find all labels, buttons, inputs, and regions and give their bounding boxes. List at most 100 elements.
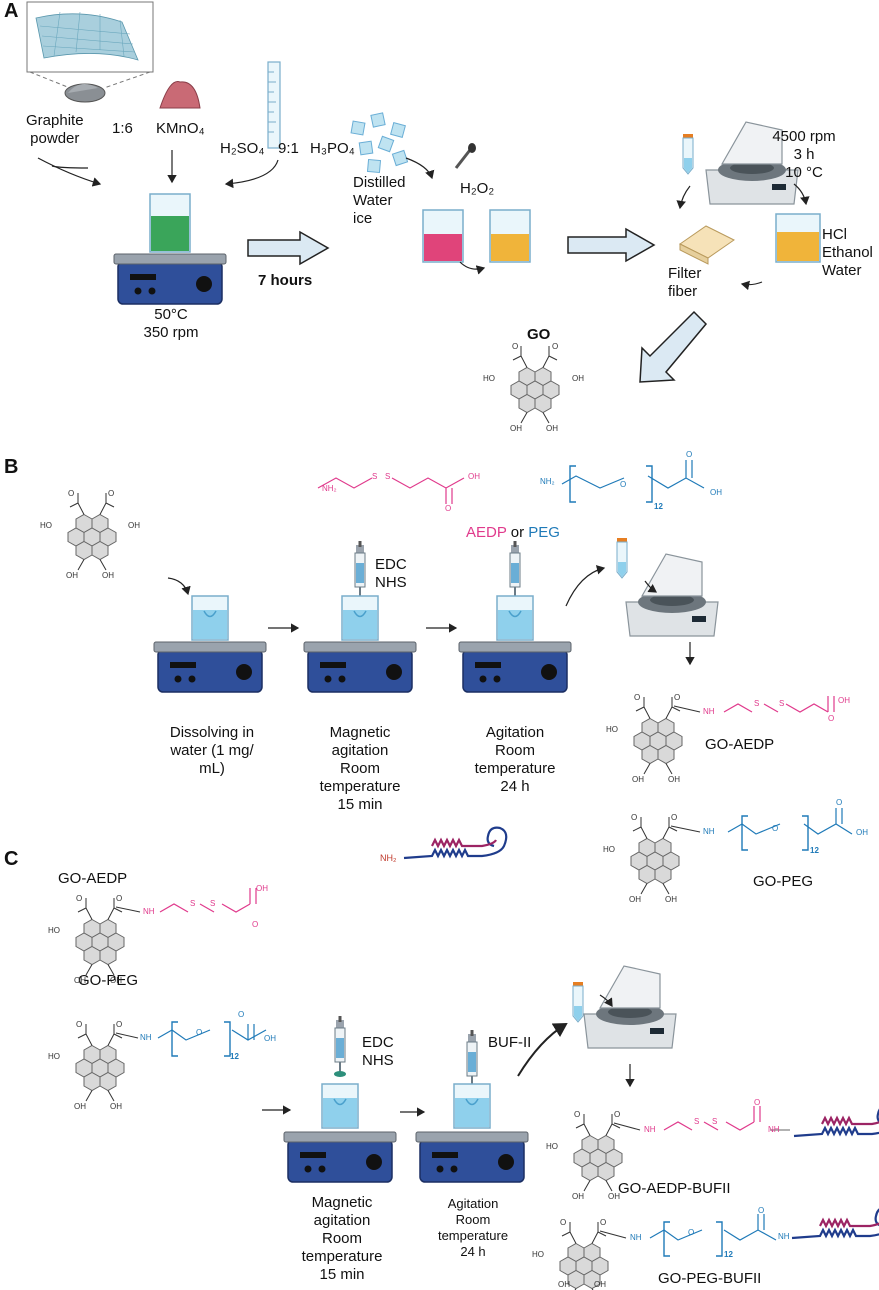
panel-label-b: B	[4, 456, 19, 478]
bufii-reagent: BUF-II	[488, 1034, 532, 1051]
cp2-n12: 12	[724, 1250, 733, 1259]
go-b-oh: OH	[128, 521, 140, 530]
wash-solvents: HCl Ethanol Water	[822, 226, 873, 279]
go-a-oh-right: OH	[572, 374, 584, 383]
aedp-nh2: NH₂	[322, 484, 337, 493]
cp2-oh1: OH	[558, 1280, 570, 1289]
aedp-oh: OH	[468, 472, 480, 481]
go-a-oh-bottom-right: OH	[546, 424, 558, 433]
gopeg-oh: OH	[856, 828, 868, 837]
peg-acid-o: O	[686, 450, 693, 459]
h2o2-label: H₂O₂	[460, 180, 495, 197]
peg-o: O	[620, 480, 627, 489]
go-a-ho-left: HO	[483, 374, 495, 383]
c-gopeg-o2: O	[116, 1020, 123, 1029]
filter-fiber-label: Filter fiber	[668, 265, 702, 300]
c-goaedp-nh: NH	[143, 907, 155, 916]
step-magnetic-b: Magnetic agitation Room temperature 15 m…	[319, 724, 401, 813]
goaedp-o: O	[828, 714, 835, 723]
aedp-label: AEDP	[466, 524, 507, 541]
aedp-s2: S	[385, 472, 391, 481]
cp1-oh2: OH	[608, 1192, 620, 1201]
go-a-o-right: O	[552, 342, 559, 351]
go-b-o2: O	[108, 489, 115, 498]
c-goaedp-o: O	[252, 920, 259, 929]
gopeg-o: O	[772, 824, 779, 833]
go-peg-bufii-product: GO-PEG-BUFII	[658, 1270, 762, 1287]
h3po4-label: H₃PO₄	[310, 140, 355, 157]
edc-nhs-c: EDC NHS	[362, 1034, 394, 1069]
go-b-oh4: OH	[102, 571, 114, 580]
go-aedp-bufii-product: GO-AEDP-BUFII	[618, 1180, 731, 1197]
goaedp-o2: O	[674, 693, 681, 702]
go-b-ho: HO	[40, 521, 52, 530]
gopeg-acid-o: O	[836, 798, 843, 807]
acid-ratio: 9:1	[278, 140, 299, 157]
gopeg-ho: HO	[603, 845, 615, 854]
panel-c-graphics	[75, 826, 879, 1290]
cp1-nh2: NH	[768, 1125, 780, 1134]
c-goaedp-ho: HO	[48, 926, 60, 935]
go-b-oh3: OH	[66, 571, 78, 580]
cp1-ho: HO	[546, 1142, 558, 1151]
aedp-o: O	[445, 504, 452, 513]
peg-oh: OH	[710, 488, 722, 497]
h2so4-label: H₂SO₄	[220, 140, 265, 157]
cp2-ho: HO	[532, 1250, 544, 1259]
cp1-s2: S	[712, 1117, 718, 1126]
duration-label: 7 hours	[258, 272, 313, 289]
c-gopeg-ho: HO	[48, 1052, 60, 1061]
aedp-s1: S	[372, 472, 378, 481]
peg-n12: 12	[654, 502, 663, 511]
kmno4-label: KMnO₄	[156, 120, 205, 137]
cp2-nh2: NH	[778, 1232, 790, 1241]
gopeg-nh: NH	[703, 827, 715, 836]
step-magnetic-c: Magnetic agitation Room temperature 15 m…	[301, 1194, 383, 1283]
c-gopeg-acid-o: O	[238, 1010, 245, 1019]
c-goaedp-oh1: OH	[74, 976, 86, 985]
c-gopeg-o: O	[196, 1028, 203, 1037]
goaedp-s2: S	[779, 699, 785, 708]
goaedp-oh: OH	[838, 696, 850, 705]
step-agitation-c: Agitation Room temperature 24 h	[437, 1196, 509, 1259]
goaedp-oh1: OH	[632, 775, 644, 784]
c-goaedp-oh: OH	[256, 884, 268, 893]
step-dissolve: Dissolving in water (1 mg/ mL)	[169, 724, 255, 777]
goaedp-ho: HO	[606, 725, 618, 734]
gopeg-oh1: OH	[629, 895, 641, 904]
go-a-oh-bottom-left: OH	[510, 424, 522, 433]
go-product-label: GO	[527, 326, 551, 343]
gopeg-oh2: OH	[665, 895, 677, 904]
c-go-aedp-label: GO-AEDP	[58, 870, 128, 887]
goaedp-s1: S	[754, 699, 760, 708]
c-gopeg-n12: 12	[230, 1052, 239, 1061]
c-goaedp-s2: S	[210, 899, 216, 908]
c-goaedp-s1: S	[190, 899, 196, 908]
c-gopeg-oh: OH	[264, 1034, 276, 1043]
cp1-o: O	[754, 1098, 761, 1107]
go-peg-product: GO-PEG	[753, 873, 814, 890]
or-label: or	[510, 524, 525, 541]
gopeg-o2: O	[671, 813, 678, 822]
panel-label-c: C	[4, 848, 19, 870]
cp1-oh1: OH	[572, 1192, 584, 1201]
step-agitation-b: Agitation Room temperature 24 h	[474, 724, 556, 795]
peg-label: PEG	[528, 524, 560, 541]
panel-a-graphics	[26, 1, 821, 424]
cp2-o2: O	[600, 1218, 607, 1227]
ice-label: Distilled Water ice	[353, 174, 406, 227]
go-b-o1: O	[68, 489, 75, 498]
cp2-o1: O	[560, 1218, 567, 1227]
go-aedp-product: GO-AEDP	[705, 736, 775, 753]
goaedp-o1: O	[634, 693, 641, 702]
centrifuge-conditions: 4500 rpm 3 h 10 °C	[772, 128, 836, 181]
cp1-o2: O	[614, 1110, 621, 1119]
c-goaedp-o1: O	[76, 894, 83, 903]
graphite-label: Graphite powder	[26, 112, 84, 147]
c-gopeg-oh1: OH	[74, 1102, 86, 1111]
ratio-graphite-kmno4: 1:6	[112, 120, 133, 137]
c-goaedp-oh2: OH	[110, 976, 122, 985]
panel-b-graphics	[67, 460, 853, 895]
c-go-peg-label: GO-PEG	[78, 972, 139, 989]
